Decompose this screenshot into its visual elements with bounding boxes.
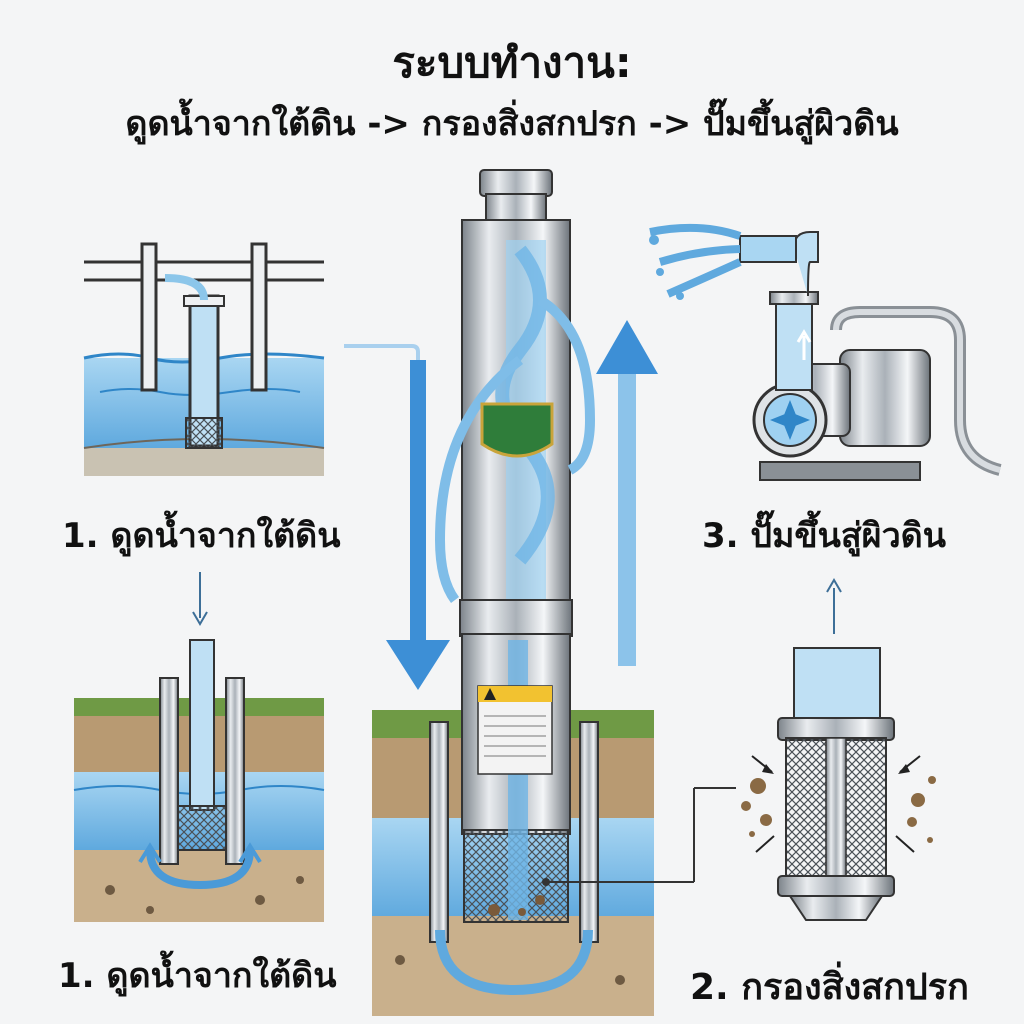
submersible-pump — [434, 169, 596, 923]
impeller-icon — [770, 400, 810, 440]
panel-surface-pump — [649, 223, 1002, 481]
page-title: ระบบทำงาน: — [392, 38, 632, 87]
shield-icon — [480, 402, 554, 458]
up-arrow-small — [826, 578, 842, 634]
big-up-arrow — [596, 320, 658, 666]
center-borehole — [372, 710, 654, 1016]
down-arrow-small — [192, 572, 208, 626]
panel-filter — [741, 647, 936, 921]
big-down-arrow — [344, 344, 450, 690]
step2-label: 2. กรองสิ่งสกปรก — [690, 967, 969, 1008]
warning-icon — [484, 688, 496, 700]
step1-label-top: 1. ดูดน้ำจากใต้ดิน — [62, 516, 341, 556]
step1-label-bottom: 1. ดูดน้ำจากใต้ดิน — [58, 956, 337, 996]
process-subtitle: ดูดน้ำจากใต้ดิน -> กรองสิ่งสกปรก -> ปั๊ม… — [125, 104, 899, 144]
panel-suction-bottom — [73, 639, 325, 922]
filter-callout-lines — [542, 787, 736, 886]
step3-label: 3. ปั๊มขึ้นสู่ผิวดิน — [702, 516, 946, 556]
panel-suction-top — [83, 242, 325, 476]
